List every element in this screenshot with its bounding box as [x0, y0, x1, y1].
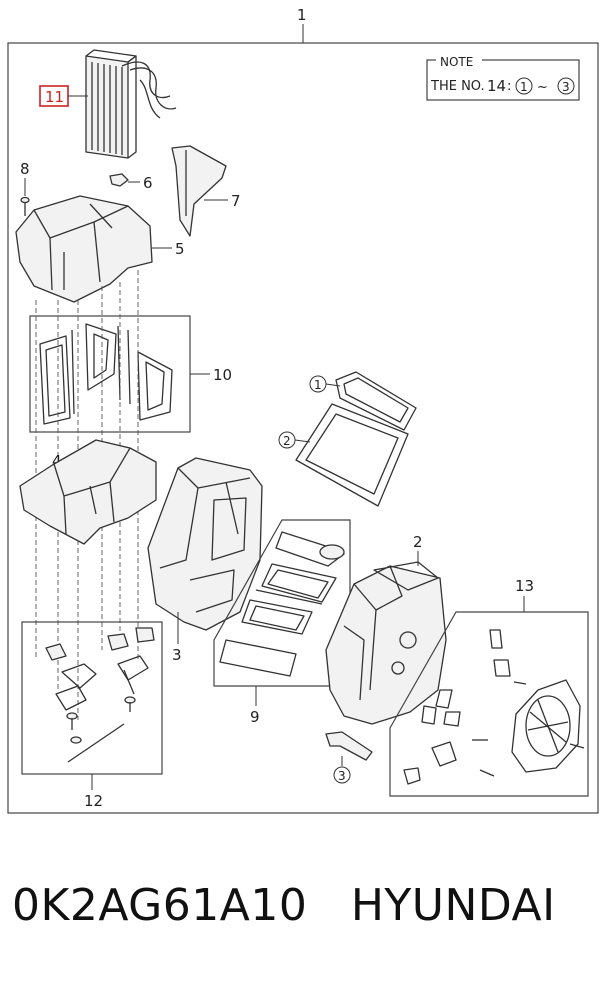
callout-2[interactable]: 2	[413, 533, 423, 551]
callout-circle-3[interactable]: 3	[338, 769, 346, 783]
note-ref-number: 14	[487, 77, 506, 95]
filter-9-part[interactable]	[219, 531, 345, 677]
part-number: 0K2AG61A10	[12, 880, 308, 931]
seal-circle-1-part[interactable]	[335, 371, 417, 431]
note-range-start: 1	[520, 80, 528, 94]
blower-case-2-part[interactable]	[325, 561, 447, 725]
diagram-frame	[7, 42, 599, 814]
actuator-13-part[interactable]	[403, 629, 585, 785]
callout-7[interactable]: 7	[231, 192, 241, 210]
assembly-number-label: 1	[297, 6, 307, 24]
center-case-3-part[interactable]	[147, 457, 263, 631]
brand-name: HYUNDAI	[350, 880, 556, 931]
seal-plate-7-part[interactable]	[171, 145, 227, 237]
seal-circle-2-part[interactable]	[295, 403, 409, 507]
upper-case-5-part[interactable]	[15, 195, 153, 303]
note-line-prefix: THE NO.	[430, 79, 485, 94]
callout-12[interactable]: 12	[84, 792, 103, 810]
seal-circle-3-part[interactable]	[325, 731, 373, 761]
callout-9[interactable]: 9	[250, 708, 260, 726]
linkage-12-frame	[21, 621, 163, 775]
callout-8[interactable]: 8	[20, 160, 30, 178]
linkage-12-part[interactable]	[45, 627, 155, 763]
callout-13[interactable]: 13	[515, 577, 534, 595]
note-separator: :	[507, 79, 511, 94]
heater-core-part[interactable]	[85, 49, 177, 159]
callout-6[interactable]: 6	[143, 174, 153, 192]
note-range-tilde: ~	[537, 80, 548, 95]
clip-6-part[interactable]	[109, 173, 129, 187]
actuator-13-frame	[389, 611, 589, 797]
note-box: NOTE THE NO. 14 : 1 ~ 3	[426, 54, 580, 101]
lower-case-4-part[interactable]	[19, 439, 157, 545]
callout-4[interactable]: 4	[52, 452, 62, 470]
note-range-end: 3	[562, 80, 570, 94]
screw-8-part[interactable]	[20, 196, 30, 217]
note-title: NOTE	[440, 55, 473, 69]
seal-kit-10-part[interactable]	[39, 323, 173, 425]
callout-3[interactable]: 3	[172, 646, 182, 664]
callout-circle-2[interactable]: 2	[283, 434, 291, 448]
callout-10[interactable]: 10	[213, 366, 232, 384]
callout-11[interactable]: 11	[45, 88, 64, 106]
part-caption: 0K2AG61A10 HYUNDAI	[12, 880, 602, 931]
callout-circle-1[interactable]: 1	[314, 378, 322, 392]
callout-5[interactable]: 5	[175, 240, 185, 258]
